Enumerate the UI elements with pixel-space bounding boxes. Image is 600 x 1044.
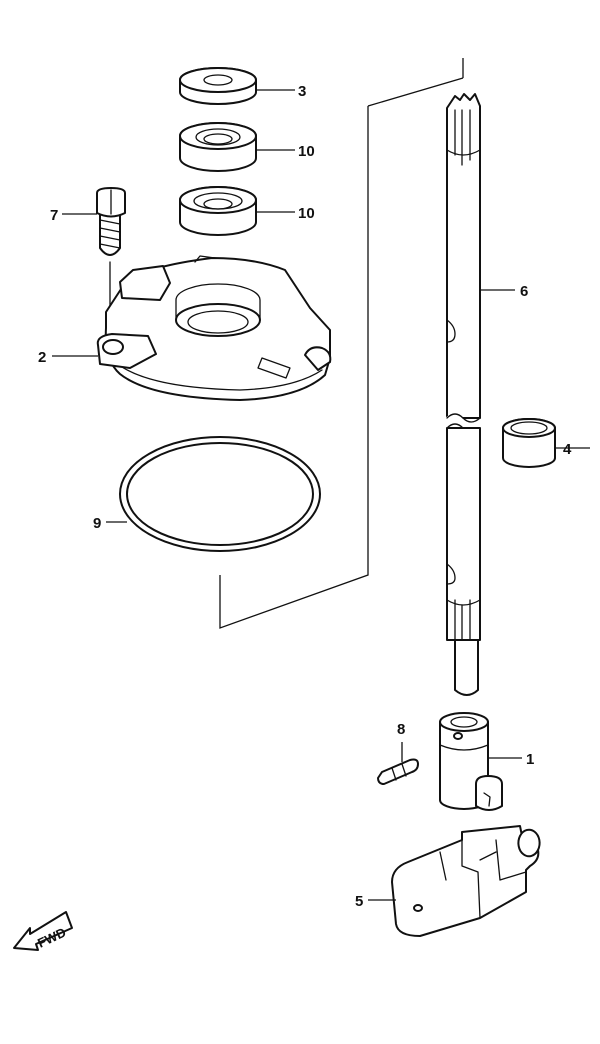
callout-10-upper: 10	[298, 143, 315, 160]
callout-1: 1	[526, 751, 534, 768]
part-oring-9	[119, 436, 321, 552]
callout-2: 2	[38, 349, 46, 366]
callout-6: 6	[520, 283, 528, 300]
part-oil-seal-10b	[179, 186, 257, 236]
fwd-arrow-icon: FWD	[13, 911, 73, 951]
callout-9: 9	[93, 515, 101, 532]
part-bolt-7	[96, 187, 126, 256]
part-bushing-4	[502, 418, 556, 468]
part-shifter-1	[439, 712, 503, 811]
group-bracket	[219, 58, 464, 629]
part-washer-3	[179, 67, 257, 105]
group-bracket-top	[367, 77, 464, 107]
part-oil-seal-10a	[179, 122, 257, 172]
leader-lines	[52, 89, 590, 901]
part-shift-cam-5	[391, 825, 541, 937]
callout-8: 8	[397, 721, 405, 738]
part-driveshaft-6	[445, 93, 481, 696]
part-housing-2	[96, 255, 332, 401]
part-pin-8	[377, 758, 419, 785]
callout-3: 3	[298, 83, 306, 100]
callout-5: 5	[355, 893, 363, 910]
callout-7: 7	[50, 207, 58, 224]
callout-10-lower: 10	[298, 205, 315, 222]
callout-4: 4	[563, 441, 572, 458]
